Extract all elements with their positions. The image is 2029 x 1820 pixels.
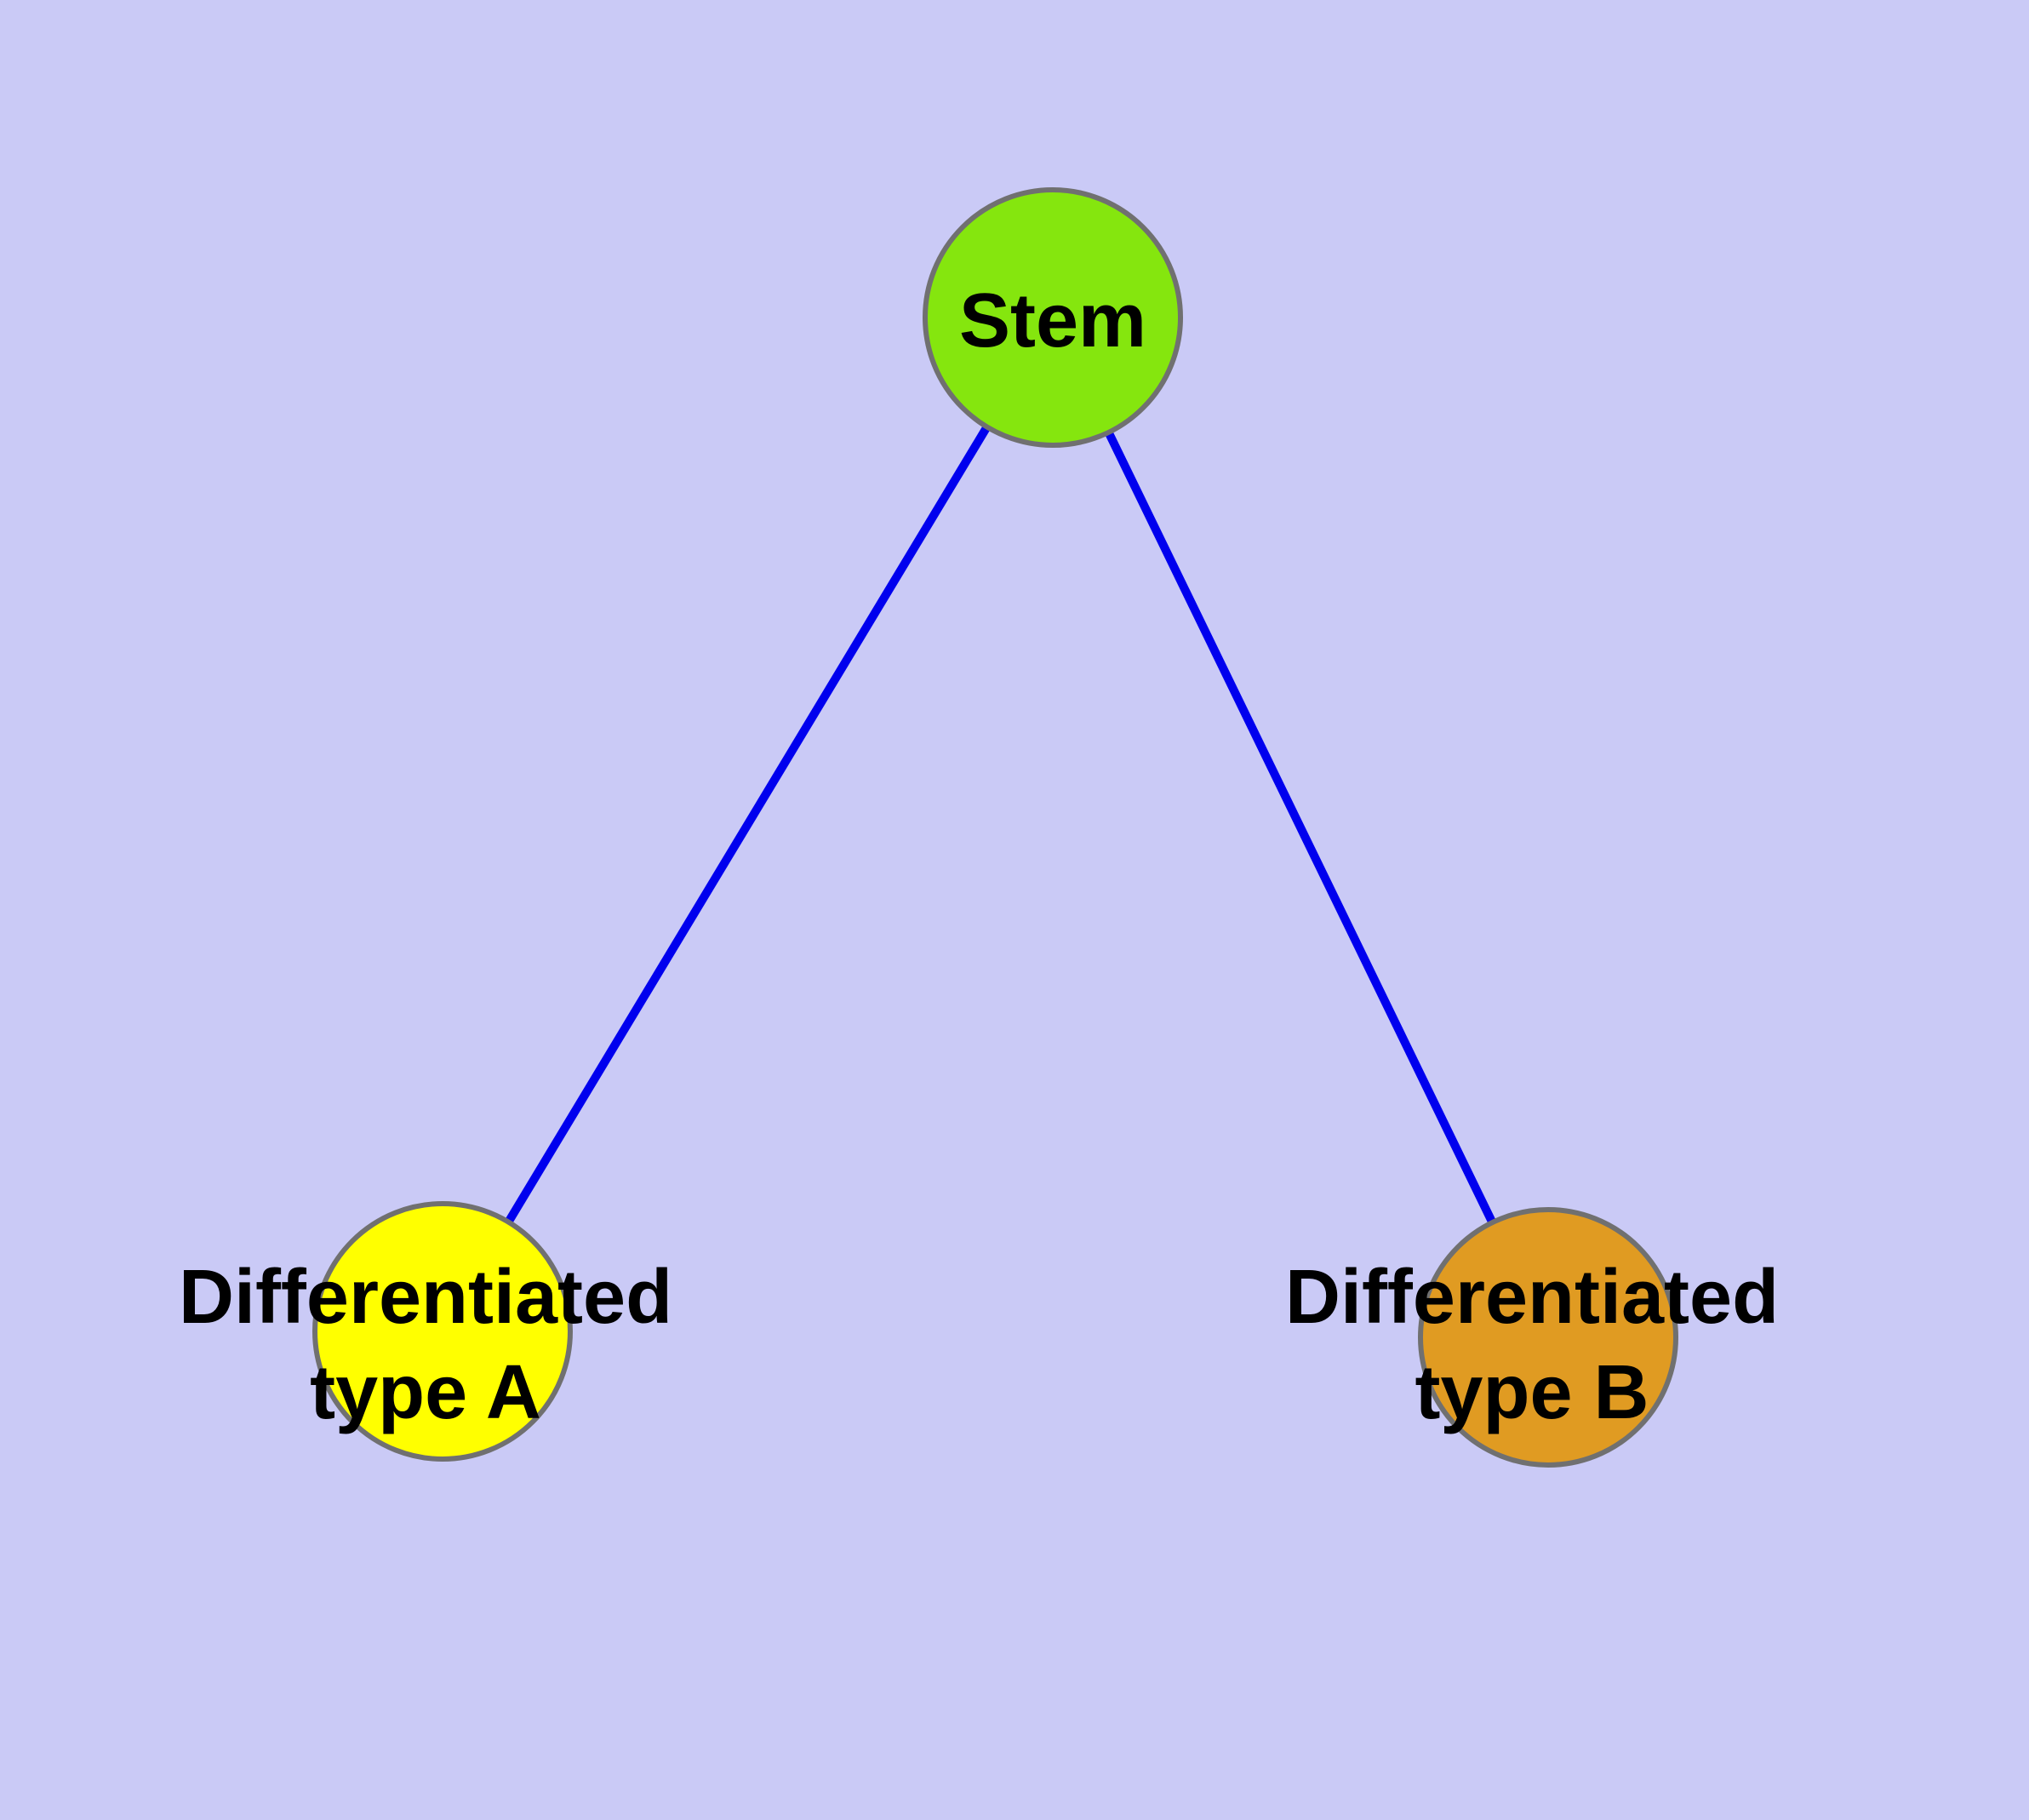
stem-node bbox=[923, 187, 1183, 448]
type-b-node bbox=[1418, 1207, 1678, 1468]
edge-stem-to-type-a bbox=[438, 315, 1057, 1334]
stem-node-label: Stem bbox=[958, 278, 1147, 363]
edge-stem-to-type-b bbox=[1049, 315, 1552, 1340]
type-a-node bbox=[312, 1201, 573, 1462]
type-a-node-label: Differentiated type A bbox=[178, 1255, 673, 1435]
type-b-node-label: Differentiated type B bbox=[1284, 1255, 1780, 1435]
